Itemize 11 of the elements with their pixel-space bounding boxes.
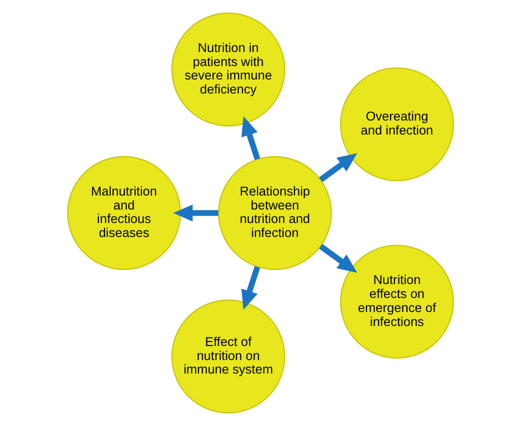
- arrow: [318, 153, 357, 182]
- node-circle: Overeating and infection: [340, 67, 454, 182]
- arrow: [240, 116, 260, 160]
- node-circle: Relationship between nutrition and infection: [217, 156, 332, 270]
- arrow: [172, 204, 218, 222]
- node-circle: Nutrition in patients with severe immune deficiency: [170, 12, 285, 126]
- node-circle: Nutrition effects on emergence of infections: [340, 244, 454, 359]
- arrow: [318, 244, 357, 273]
- node-circle: Malnutrition and infectious diseases: [66, 156, 180, 270]
- node-circle: Effect of nutrition on immune system: [170, 300, 285, 414]
- arrow: [240, 266, 260, 310]
